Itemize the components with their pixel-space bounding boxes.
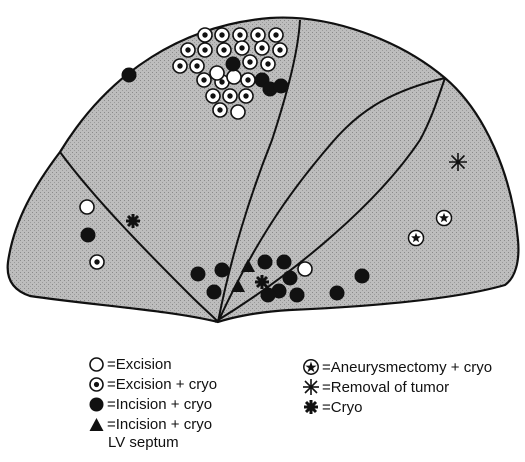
excision-cryo-marker (251, 28, 265, 42)
legend-lv-septum-label: LV septum (108, 434, 179, 451)
excision-cryo-marker (269, 28, 283, 42)
incision-cryo-marker (283, 271, 298, 286)
excision-marker (210, 66, 224, 80)
excision-cryo-marker (255, 41, 269, 55)
incision-cryo-marker (355, 269, 370, 284)
excision-cryo-marker (190, 59, 204, 73)
incision-cryo-marker (215, 263, 230, 278)
incision-cryo-marker (207, 285, 222, 300)
removal-tumor-marker (449, 153, 467, 171)
incision-cryo-marker (330, 286, 345, 301)
incision-cryo-marker (261, 288, 276, 303)
excision-cryo-marker (181, 43, 195, 57)
legend-excision-cryo-label: =Excision + cryo (107, 376, 217, 393)
excision-cryo-marker (223, 89, 237, 103)
excision-cryo-marker (241, 73, 255, 87)
excision-cryo-marker (198, 43, 212, 57)
legend-excision-label: =Excision (107, 356, 172, 373)
excision-cryo-marker (273, 43, 287, 57)
legend-incision-cryo-lv: =Incision + cryo (88, 414, 212, 434)
open-circle-icon (88, 356, 105, 373)
excision-marker (231, 105, 245, 119)
incision-cryo-marker (122, 68, 137, 83)
filled-circle-icon (88, 396, 105, 413)
filled-triangle-icon (88, 416, 105, 433)
incision-cryo-marker (191, 267, 206, 282)
aneurysmectomy-cryo-marker (437, 211, 452, 226)
aneurysmectomy-cryo-marker (409, 231, 424, 246)
excision-cryo-marker (198, 28, 212, 42)
incision-cryo-marker (290, 288, 305, 303)
incision-cryo-marker (274, 79, 289, 94)
excision-marker (298, 262, 312, 276)
legend-excision: =Excision (88, 354, 172, 374)
excision-cryo-marker (243, 55, 257, 69)
thin-asterisk-icon (302, 378, 320, 396)
excision-cryo-marker (197, 73, 211, 87)
incision-cryo-marker (258, 255, 273, 270)
incision-cryo-marker (277, 255, 292, 270)
legend-aneurysmectomy-cryo-label: =Aneurysmectomy + cryo (322, 359, 492, 376)
excision-cryo-marker (213, 103, 227, 117)
excision-cryo-marker (217, 43, 231, 57)
excision-marker (227, 70, 241, 84)
legend-incision-cryo: =Incision + cryo (88, 394, 212, 414)
excision-cryo-marker (261, 57, 275, 71)
excision-cryo-marker (235, 41, 249, 55)
excision-cryo-marker (206, 89, 220, 103)
incision-cryo-marker (81, 228, 96, 243)
legend-excision-cryo: =Excision + cryo (88, 374, 217, 394)
excision-cryo-marker (215, 28, 229, 42)
excision-marker (80, 200, 94, 214)
bold-asterisk-icon (302, 398, 320, 416)
cryo-marker (126, 214, 140, 228)
legend-removal-tumor-label: =Removal of tumor (322, 379, 449, 396)
legend-cryo: =Cryo (302, 397, 362, 417)
legend-incision-cryo-lv-label: =Incision + cryo (107, 416, 212, 433)
excision-cryo-marker (173, 59, 187, 73)
legend-aneurysmectomy-cryo: =Aneurysmectomy + cryo (302, 357, 492, 377)
incision-cryo-marker (226, 57, 241, 72)
excision-cryo-marker (239, 89, 253, 103)
excision-cryo-marker (233, 28, 247, 42)
circled-star-icon (302, 358, 320, 376)
legend-cryo-label: =Cryo (322, 399, 362, 416)
heart-segment-map (0, 0, 525, 335)
excision-cryo-marker (90, 255, 104, 269)
dotted-circle-icon (88, 376, 105, 393)
legend-incision-cryo-label: =Incision + cryo (107, 396, 212, 413)
cryo-marker (255, 275, 269, 289)
legend-removal-tumor: =Removal of tumor (302, 377, 449, 397)
